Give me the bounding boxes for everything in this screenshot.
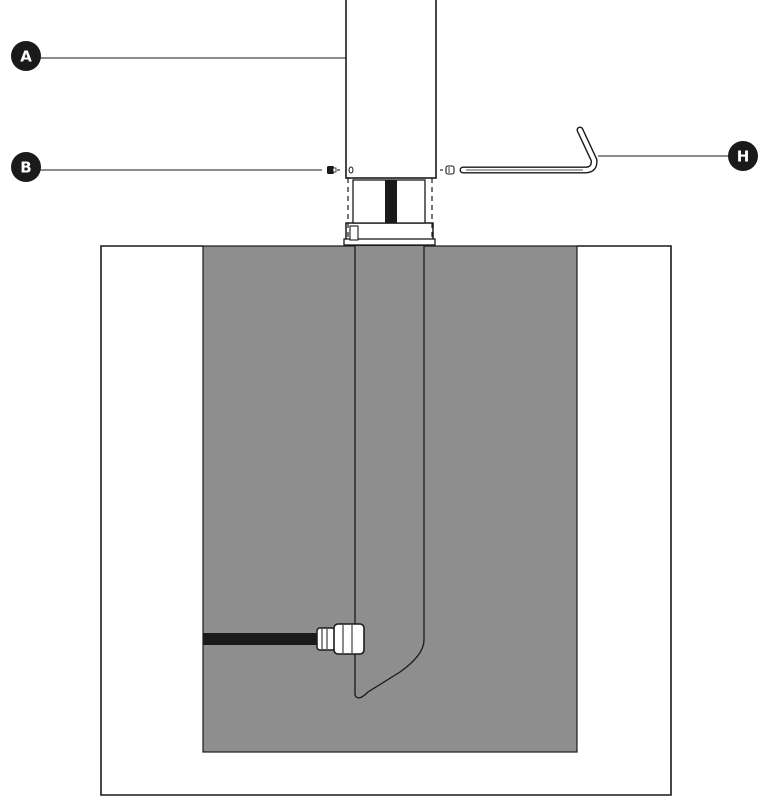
base-plate-tab — [349, 225, 359, 241]
callout-h-label: H — [737, 148, 750, 166]
hex-key — [459, 126, 598, 174]
set-screw-right — [440, 165, 455, 175]
hex-key-body — [459, 126, 598, 174]
callout-b-label: B — [20, 159, 31, 177]
hole-outline — [100, 245, 672, 796]
spigot — [347, 178, 433, 238]
power-cable — [203, 623, 365, 655]
base-plate-rim — [343, 238, 436, 246]
base-plate — [343, 222, 436, 246]
cable-connector-nut — [333, 623, 365, 655]
callout-b: B — [11, 152, 41, 182]
post — [345, 0, 437, 179]
set-screw-left — [327, 166, 342, 174]
cable-line — [203, 633, 319, 645]
cable-ferrule — [316, 627, 336, 651]
callout-a: A — [11, 41, 41, 71]
callout-h: H — [728, 141, 758, 171]
callout-a-badge — [11, 41, 41, 71]
post-screw-hole — [348, 166, 354, 174]
post-body — [345, 0, 437, 179]
conduit-body — [354, 246, 425, 699]
conduit-sleeve — [354, 246, 425, 699]
callout-b-badge — [11, 152, 41, 182]
callout-a-label: A — [20, 48, 32, 66]
spigot-slot — [385, 180, 397, 223]
callout-h-badge — [728, 141, 758, 171]
